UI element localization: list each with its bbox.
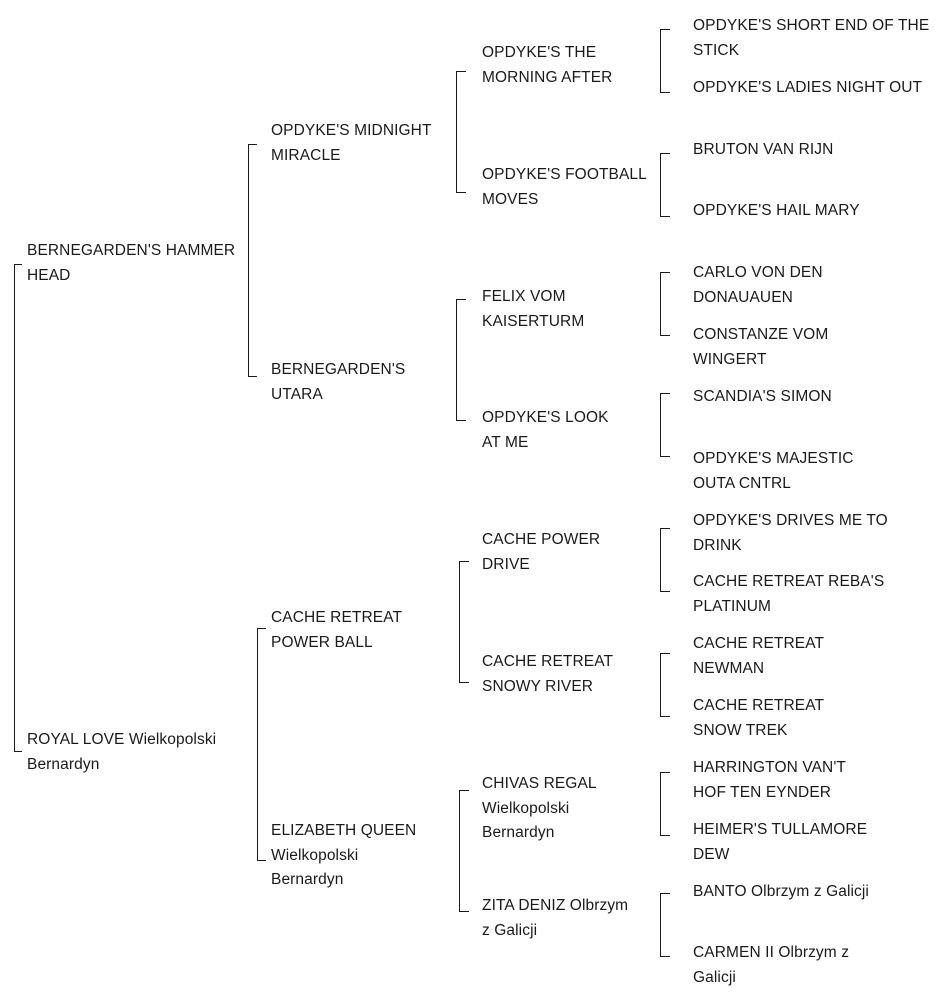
dam-sire-sire-name: CACHE POWER DRIVE — [482, 531, 601, 573]
bracket-gen4-2 — [660, 153, 670, 217]
dam-name: ROYAL LOVE Wielkopolski Bernardyn — [27, 731, 217, 773]
gen4-14-name: HEIMER'S TULLAMORE DEW — [693, 821, 868, 863]
gen4-11-name: CACHE RETREAT NEWMAN — [693, 635, 824, 677]
gen4-3-name: BRUTON VAN RIJN — [693, 141, 834, 158]
gen4-8-name: OPDYKE'S MAJESTIC OUTA CNTRL — [693, 450, 854, 492]
bracket-gen3-3 — [459, 561, 469, 683]
gen4-2-name: OPDYKE'S LADIES NIGHT OUT — [693, 79, 923, 96]
gen4-13-name: HARRINGTON VAN'T HOF TEN EYNDER — [693, 759, 846, 801]
bracket-gen4-8 — [660, 893, 670, 957]
dam-sire-name: CACHE RETREAT POWER BALL — [271, 609, 402, 651]
bracket-dam-gen2 — [257, 628, 266, 861]
sire-sire-sire-name: OPDYKE'S THE MORNING AFTER — [482, 44, 613, 86]
bracket-gen3-1 — [456, 71, 466, 193]
bracket-gen4-6 — [660, 653, 670, 717]
dam-dam-sire-name: CHIVAS REGAL Wielkopolski Bernardyn — [482, 775, 597, 841]
sire-dam-name: BERNEGARDEN'S UTARA — [271, 361, 406, 403]
gen4-16-name: CARMEN II Olbrzym z Galicji — [693, 944, 850, 986]
bracket-gen1 — [14, 264, 22, 752]
bracket-gen3-4 — [459, 790, 469, 912]
gen4-7-name: SCANDIA'S SIMON — [693, 388, 832, 405]
gen4-6-name: CONSTANZE VOM WINGERT — [693, 326, 829, 368]
sire-dam-dam-name: OPDYKE'S LOOK AT ME — [482, 409, 609, 451]
bracket-gen4-1 — [660, 29, 670, 93]
gen4-9-name: OPDYKE'S DRIVES ME TO DRINK — [693, 512, 888, 554]
gen4-12-name: CACHE RETREAT SNOW TREK — [693, 697, 824, 739]
sire-name: BERNEGARDEN'S HAMMER HEAD — [27, 242, 236, 284]
sire-sire-name: OPDYKE'S MIDNIGHT MIRACLE — [271, 122, 432, 164]
gen4-4-name: OPDYKE'S HAIL MARY — [693, 202, 860, 219]
gen4-1-name: OPDYKE'S SHORT END OF THE STICK — [693, 17, 930, 59]
gen4-15-name: BANTO Olbrzym z Galicji — [693, 883, 869, 900]
gen4-10-name: CACHE RETREAT REBA'S PLATINUM — [693, 573, 885, 615]
dam-dam-name: ELIZABETH QUEEN Wielkopolski Bernardyn — [271, 822, 417, 888]
bracket-gen4-7 — [660, 772, 670, 836]
sire-sire-dam-name: OPDYKE'S FOOTBALL MOVES — [482, 166, 647, 208]
bracket-gen3-2 — [456, 299, 466, 421]
dam-dam-dam-name: ZITA DENIZ Olbrzym z Galicji — [482, 897, 629, 939]
sire-dam-sire-name: FELIX VOM KAISERTURM — [482, 288, 585, 330]
bracket-gen4-3 — [660, 272, 670, 336]
bracket-gen4-5 — [660, 528, 670, 592]
dam-sire-dam-name: CACHE RETREAT SNOWY RIVER — [482, 653, 613, 695]
bracket-sire-gen2 — [248, 144, 257, 377]
bracket-gen4-4 — [660, 393, 670, 457]
gen4-5-name: CARLO VON DEN DONAUAUEN — [693, 264, 823, 306]
